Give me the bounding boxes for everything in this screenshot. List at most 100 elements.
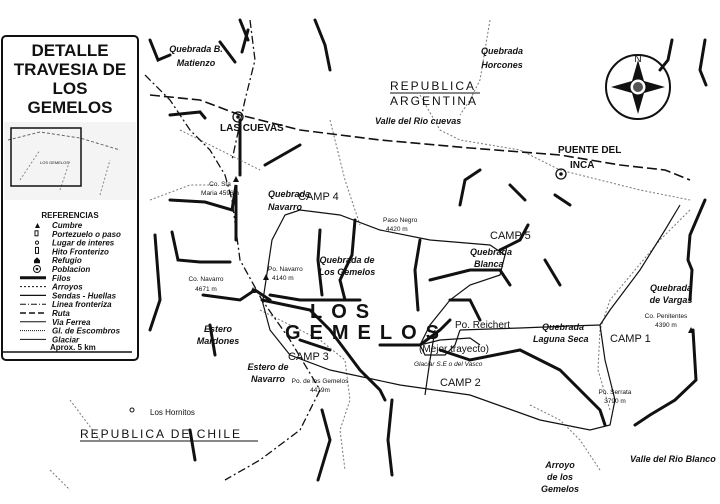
- valley-label: Quebrada B.: [169, 44, 223, 54]
- legend-label: Hito Fronterizo: [52, 247, 109, 256]
- camp-label: CAMP 4: [298, 191, 339, 203]
- legend-item: Via Ferrea: [20, 318, 91, 327]
- pass-icon: [34, 230, 39, 237]
- legend-item: Hito Fronterizo: [35, 246, 109, 256]
- legend-item: Glaciar: [20, 335, 80, 344]
- valley-label: Valle del Rio cuevas: [375, 116, 461, 126]
- place-label: PUENTE DEL: [558, 145, 621, 156]
- peak-label: Co. Penitentes: [645, 313, 688, 320]
- valley-label: Arroyo: [544, 460, 575, 470]
- compass-north: N: [634, 54, 641, 65]
- legend-label: Filos: [52, 274, 71, 283]
- legend-label: Gl. de Escombros: [52, 327, 121, 336]
- route: [261, 204, 681, 431]
- country-label: REPUBLICA DE CHILE: [80, 427, 242, 441]
- streams: [49, 19, 691, 491]
- legend-panel: DETALLE TRAVESIA DE LOS GEMELOS LOS GEME…: [1, 35, 139, 361]
- border-line-north: [231, 19, 256, 161]
- ridges: [148, 18, 708, 482]
- title-line: GEMELOS: [27, 98, 112, 117]
- legend-item: Sendas - Huellas: [20, 291, 117, 300]
- town-icon: [33, 265, 41, 273]
- valley-label: Navarro: [251, 374, 286, 384]
- valley-label: de Vargas: [650, 295, 693, 305]
- camp-label: CAMP 3: [288, 351, 329, 363]
- camp-label: CAMP 5: [490, 230, 531, 242]
- country-label: REPUBLICA: [390, 79, 476, 93]
- legend-item: Lugar de interes: [34, 239, 115, 248]
- place-icon: [129, 407, 135, 413]
- peak-label: Po. de los Gemelos: [292, 378, 349, 385]
- glacier-label: Glaciar S.E o del Vasco: [414, 361, 483, 368]
- peak-label: Po. Serrata: [599, 389, 632, 396]
- route-note: (Mejor trayecto): [419, 344, 489, 355]
- compass-icon: N: [605, 54, 671, 120]
- valley-label: Quebrada de: [319, 255, 374, 265]
- legend-label: Poblacion: [52, 265, 90, 274]
- town-icon: [555, 168, 567, 180]
- title-line: LOS: [53, 79, 88, 98]
- legend-item: Poblacion: [33, 265, 90, 274]
- legend-item: Cumbre: [35, 221, 83, 230]
- valley-label: Navarro: [268, 202, 303, 212]
- country-label: ARGENTINA: [390, 94, 478, 108]
- peak-label: 4671 m: [195, 286, 217, 293]
- border-marker-icon: [35, 246, 39, 254]
- valley-label: Gemelos: [541, 484, 579, 494]
- legend-label: Portezuelo o paso: [52, 230, 121, 239]
- peak-label: Co. Navarro: [188, 276, 223, 283]
- scale-label: Aprox. 5 km: [50, 343, 96, 352]
- triangle-icon: [35, 223, 40, 228]
- legend-item: Ruta: [20, 309, 70, 318]
- valley-label: Quebrada: [542, 322, 584, 332]
- peak-label: Maria 4596m: [201, 190, 239, 197]
- valley-label: Estero: [204, 324, 233, 334]
- legend-item: Refugio: [34, 256, 82, 265]
- valley-label: Los Gemelos: [319, 267, 376, 277]
- valley-label: Quebrada: [268, 189, 310, 199]
- title-line: DETALLE: [31, 41, 108, 60]
- legend-label: Arroyos: [51, 283, 83, 292]
- valley-label: Matienzo: [177, 58, 216, 68]
- peak-label: 4390 m: [655, 322, 677, 329]
- summit-icons: [233, 176, 694, 333]
- valley-label: Blanca: [474, 259, 504, 269]
- valley-label: Valle del Rio Blanco: [630, 454, 716, 464]
- valley-label: de los: [547, 472, 573, 482]
- legend-heading: REFERENCIAS: [41, 211, 99, 220]
- valley-label: Quebrada: [470, 247, 512, 257]
- legend-label: Linea fronteriza: [52, 300, 112, 309]
- area-label: GEMELOS: [285, 322, 448, 344]
- valley-label: Estero de: [247, 362, 288, 372]
- town-icon: [232, 111, 244, 123]
- title-line: TRAVESIA DE: [14, 60, 126, 79]
- road: [149, 94, 691, 181]
- peak-label: Paso Negro: [383, 217, 418, 224]
- valley-label: Quebrada: [481, 46, 523, 56]
- legend-label: Ruta: [52, 309, 70, 318]
- valley-label: Mardones: [197, 336, 240, 346]
- peak-label: Po. Reichert: [455, 320, 510, 331]
- inset-label: LOS GEMELOS: [40, 160, 69, 165]
- peak-label: Co. Sta: [209, 181, 231, 188]
- legend-label: Glaciar: [52, 335, 80, 344]
- valley-label: Laguna Seca: [533, 334, 589, 344]
- border-line: [144, 74, 321, 481]
- peak-label: 4419m: [310, 387, 330, 394]
- peak-label: Po. Navarro: [268, 266, 303, 273]
- peak-label: 3790 m: [604, 398, 626, 405]
- legend-item: Filos: [20, 274, 71, 283]
- peak-label: 4140 m: [272, 275, 294, 282]
- legend-item: Gl. de Escombros: [20, 327, 121, 336]
- legend-item: Arroyos: [20, 283, 83, 292]
- legend-label: Lugar de interes: [52, 239, 115, 248]
- valley-label: Horcones: [481, 60, 523, 70]
- legend-label: Refugio: [52, 256, 82, 265]
- inset-map: LOS GEMELOS: [4, 122, 136, 200]
- legend-item: Portezuelo o paso: [34, 230, 121, 239]
- legend-label: Via Ferrea: [52, 318, 91, 327]
- peak-label: 4420 m: [386, 226, 408, 233]
- camp-label: CAMP 1: [610, 333, 651, 345]
- legend-label: Cumbre: [52, 221, 83, 230]
